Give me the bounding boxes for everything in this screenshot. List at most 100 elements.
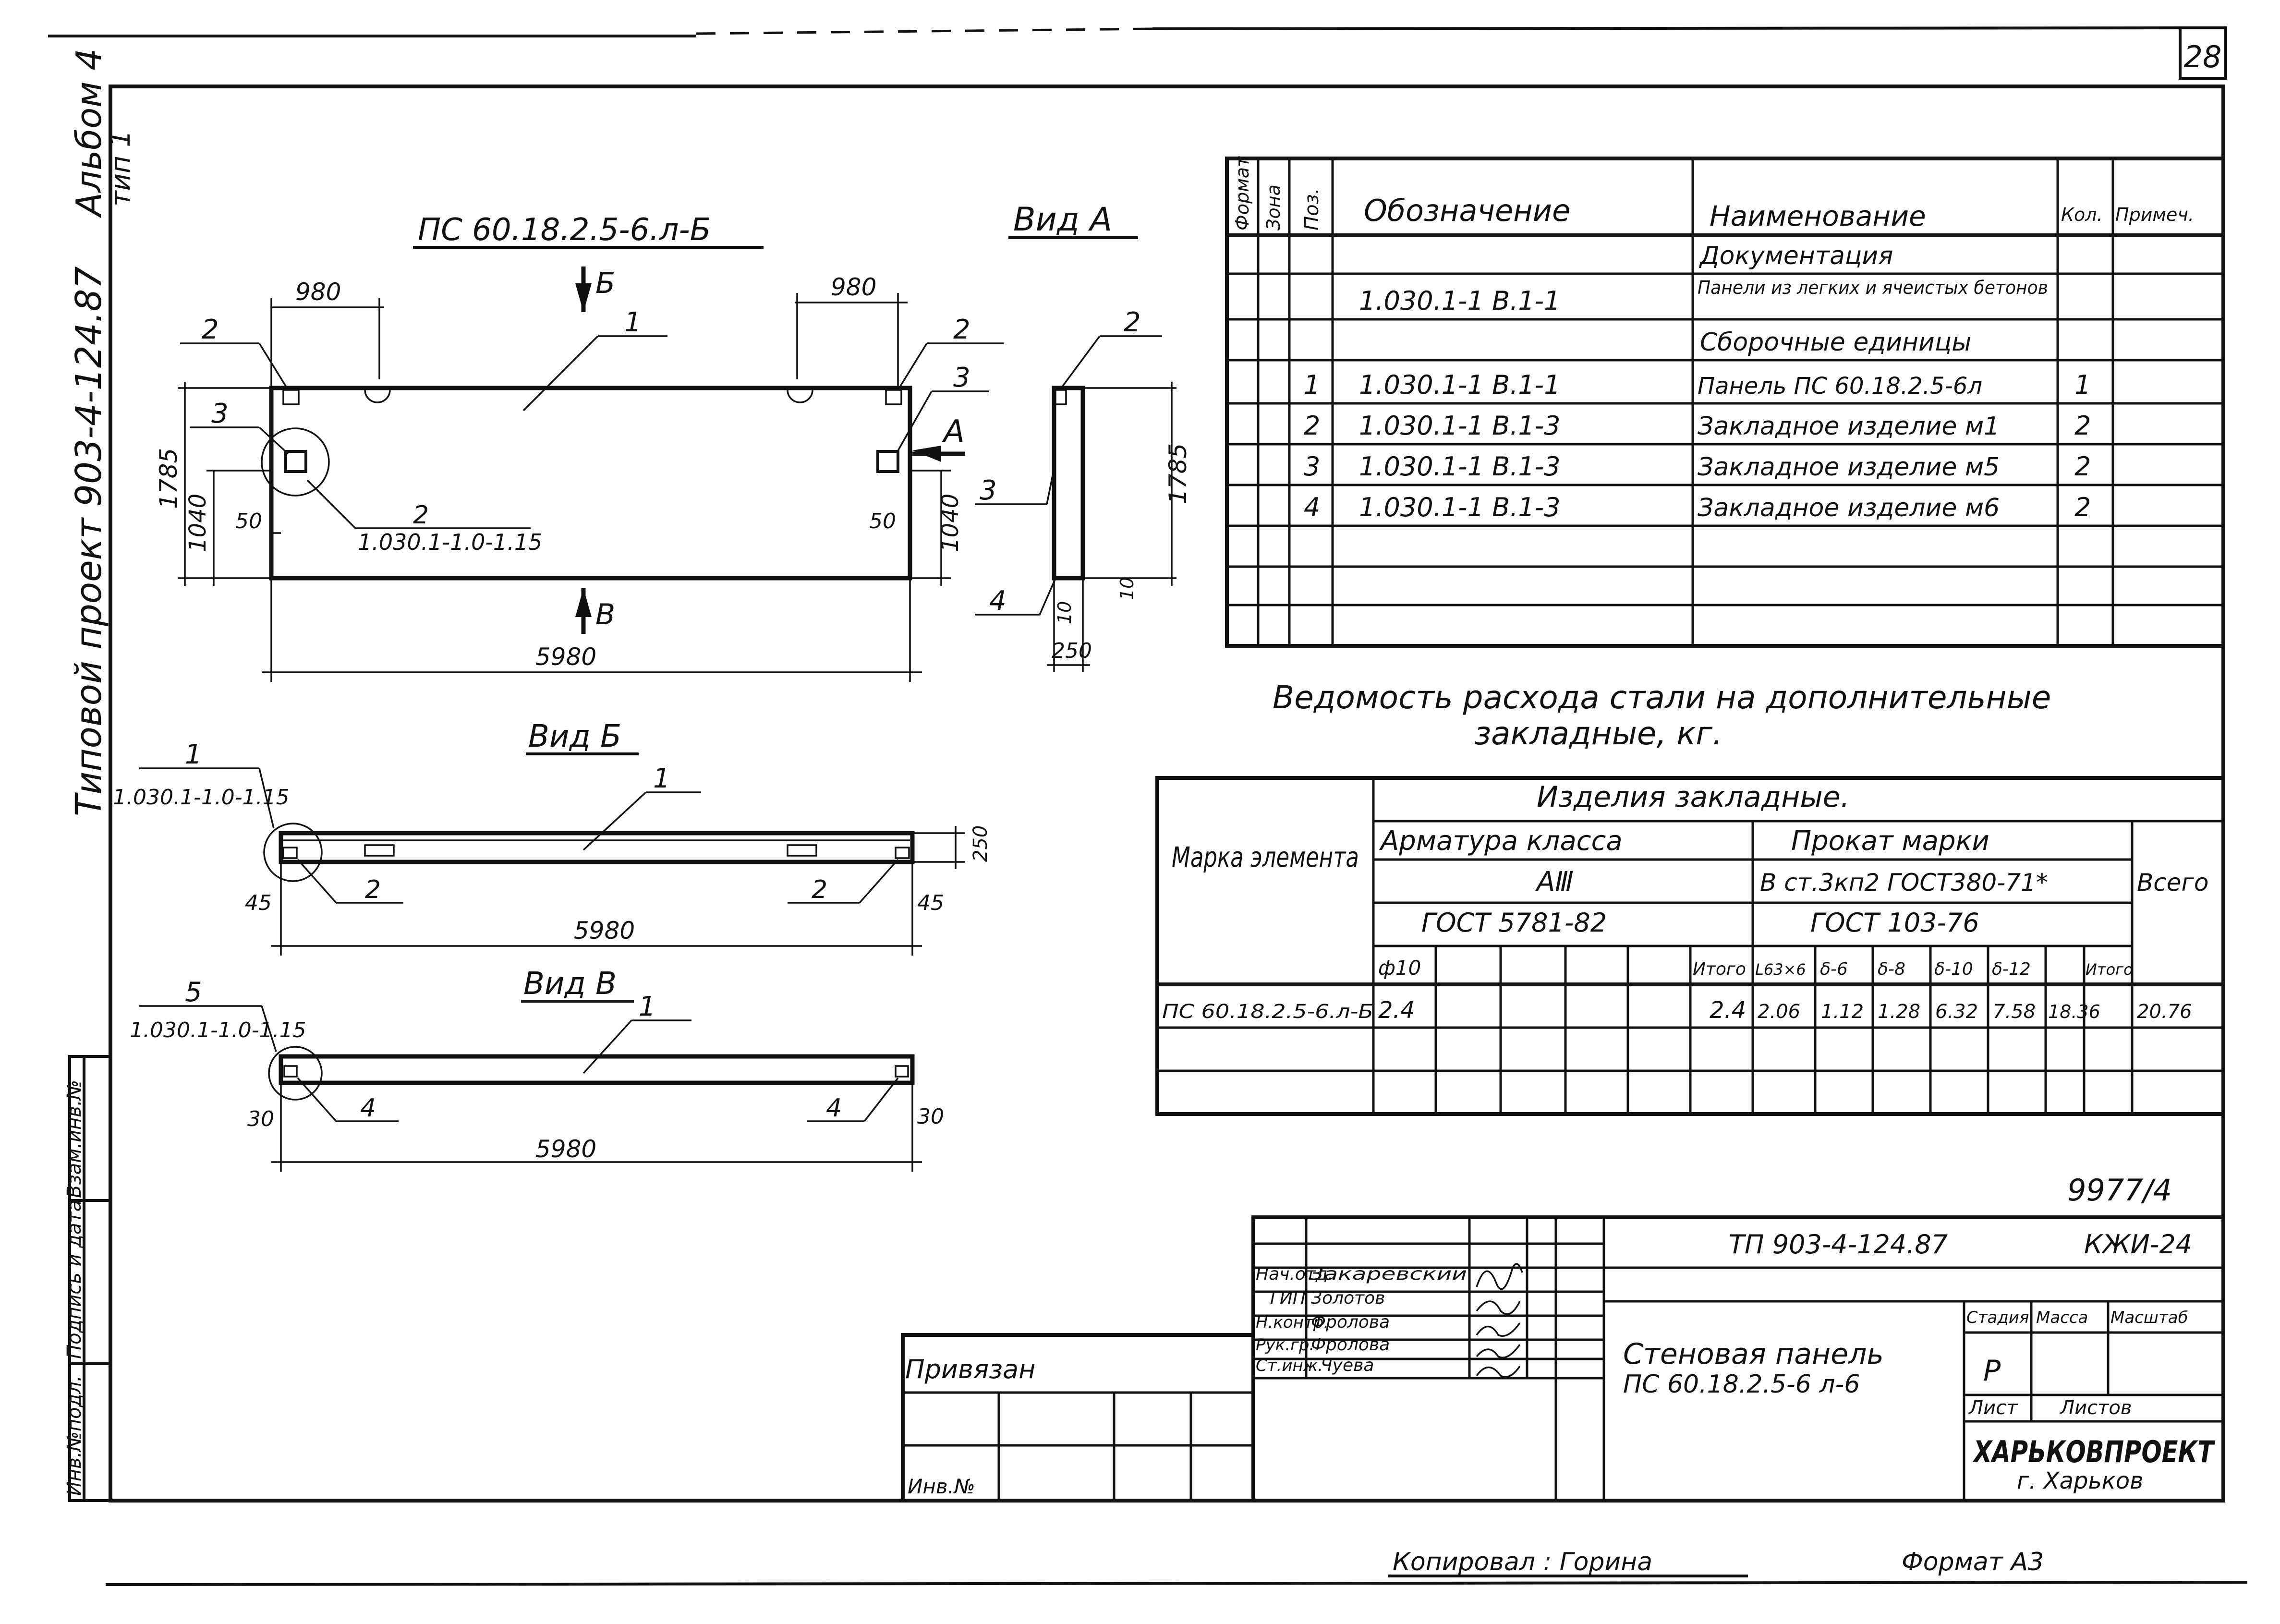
spec-header-designation: Обозначение	[1364, 193, 1570, 228]
steel-total-label: Всего	[2137, 869, 2208, 897]
arrow-b-label: Б	[595, 267, 615, 300]
dim-980-right: 980	[831, 273, 876, 301]
steel-mark-label: Марка элемента	[1172, 841, 1359, 873]
sheet-number-box	[2179, 26, 2227, 80]
steel-val-9: 6.32	[1935, 1001, 1978, 1023]
spec-row-3-designation: 1.030.1-1 В.1-1	[1359, 370, 1561, 400]
spec-header-name: Наименование	[1710, 200, 1926, 232]
main-drawing-title: ПС 60.18.2.5-6.л-Б	[418, 212, 711, 248]
view-a-dim-1785: 1785	[1164, 443, 1192, 504]
main-frame	[109, 85, 2225, 1503]
signature-3	[1476, 1344, 1521, 1358]
view-a-pos-3: 3	[980, 475, 997, 506]
steel-sub-header-11: Итого	[2086, 960, 2133, 979]
view-a-pos-2: 2	[1124, 307, 1141, 338]
steel-sub-header-5: Итого	[1693, 959, 1746, 979]
signature-2	[1476, 1322, 1521, 1337]
tb-org: ХАРЬКОВПРОЕКТ	[1972, 1434, 2216, 1469]
pos-3-right: 3	[953, 362, 970, 393]
tb-role-0: Нач.отд.	[1256, 1264, 1333, 1284]
view-b-dim-250: 250	[970, 825, 992, 862]
view-a-dim-10a: 10	[1054, 601, 1075, 624]
spec-header-format: Формат	[1232, 156, 1253, 230]
footer-format: Формат А3	[1902, 1548, 2044, 1576]
spec-row-6-name: Закладное изделие м6	[1698, 494, 2000, 522]
steel-sub-header-0: ф10	[1378, 956, 1421, 980]
steel-table: Марка элемента Изделия закладные. Армату…	[1155, 776, 2225, 1116]
spec-row-1-designation: 1.030.1-1 В.1-1	[1359, 286, 1561, 316]
steel-group-label: Изделия закладные.	[1537, 780, 1850, 814]
steel-val-7: 1.12	[1821, 1001, 1864, 1023]
steel-val-5: 2.4	[1710, 997, 1746, 1024]
steel-val-0: 2.4	[1378, 997, 1415, 1024]
tb-name-1: Золотов	[1311, 1288, 1385, 1308]
tb-name-0: Закаревский	[1309, 1264, 1467, 1284]
steel-armature-gost: ГОСТ 5781-82	[1421, 908, 1607, 938]
tb-city: г. Харьков	[2017, 1467, 2143, 1494]
view-c-pos-4-right: 4	[826, 1094, 842, 1123]
dim-5980-main: 5980	[535, 643, 596, 671]
steel-val-11: 18.36	[2048, 1001, 2100, 1022]
spec-row-6-qty: 2	[2074, 492, 2091, 522]
steel-sub-header-8: δ-8	[1878, 959, 1905, 979]
steel-sub-header-7: δ-6	[1820, 959, 1848, 979]
dim-1040-right: 1040	[937, 494, 964, 552]
spec-row-1-name: Панели из легких и ячеистых бетонов	[1698, 277, 2048, 298]
view-c-pos-4-left: 4	[360, 1094, 376, 1123]
tb-name-1-line: Стеновая панель	[1623, 1337, 1884, 1371]
pos-2-left: 2	[202, 314, 219, 345]
steel-val-6: 2.06	[1758, 1001, 1800, 1023]
spec-header-zone: Зона	[1263, 184, 1284, 230]
pos-2-bottom: 2	[413, 501, 429, 530]
spec-row-4-name: Закладное изделие м1	[1698, 412, 2000, 441]
tb-role-2: Н.контр.	[1256, 1313, 1329, 1332]
view-a-pos-4: 4	[989, 585, 1007, 617]
steel-sub-header-9: δ-10	[1934, 959, 1973, 979]
tied-block: Привязан Инв.№	[901, 1333, 1255, 1503]
bottom-line	[105, 1581, 2248, 1586]
detail-circle	[261, 427, 330, 497]
tb-name-3: Фролова	[1311, 1335, 1390, 1355]
steel-rolled-gost: ГОСТ 103-76	[1810, 908, 1979, 938]
spec-row-4-designation: 1.030.1-1 В.1-3	[1359, 411, 1561, 441]
pos-2-right: 2	[953, 314, 970, 345]
tb-scale-label: Масштаб	[2110, 1308, 2188, 1327]
tb-name-2-line: ПС 60.18.2.5-6 л-6	[1623, 1370, 1860, 1399]
steel-armature-class: АⅢ	[1535, 866, 1574, 897]
view-b-pos-1: 1	[653, 763, 670, 794]
spec-row-4-qty: 2	[2074, 411, 2091, 441]
steel-val-10: 7.58	[1993, 1001, 2036, 1023]
view-b-panel	[279, 831, 915, 864]
view-a-dim-250: 250	[1052, 639, 1092, 663]
view-c-panel	[279, 1054, 915, 1085]
project-label: Типовой проект 903-4-124.87	[68, 266, 109, 816]
spec-header-note: Примеч.	[2115, 204, 2194, 225]
view-b-dim-5980: 5980	[574, 917, 635, 945]
dim-980-left: 980	[295, 278, 341, 306]
view-b-pos-2-right: 2	[812, 875, 827, 904]
tb-sheet-label: Лист	[1968, 1397, 2018, 1419]
spec-table: Формат Зона Поз. Обозначение Наименовани…	[1225, 156, 2225, 648]
dim-50-left: 50	[235, 509, 262, 533]
left-stamp-strip: Взам.инв.№ Подпись и дата Инв.№подл.	[63, 1055, 112, 1502]
panel-outline	[269, 386, 912, 581]
view-b-pos-1-leader: 1	[185, 739, 202, 770]
tb-sheets-label: Листов	[2059, 1397, 2132, 1419]
view-a-section	[1052, 386, 1085, 581]
view-c-pos-1: 1	[639, 991, 656, 1022]
tb-doc: КЖИ-24	[2084, 1229, 2192, 1260]
spec-row-3-name: Панель ПС 60.18.2.5-6л	[1698, 373, 1982, 400]
view-a-title: Вид А	[1013, 201, 1112, 239]
view-c-ref-doc: 1.030.1-1.0-1.15	[130, 1018, 306, 1042]
sheet-number: 28	[2184, 39, 2222, 74]
spec-row-3-pos: 1	[1304, 370, 1320, 400]
tb-role-1: ГИП	[1270, 1288, 1306, 1308]
view-a-dim-10b: 10	[1116, 577, 1138, 600]
steel-sub-header-6: L63×6	[1755, 960, 1806, 979]
steel-rolled-label: Прокат марки	[1791, 825, 1989, 857]
steel-title-1: Ведомость расхода стали на дополнительны…	[1273, 679, 2051, 716]
steel-sub-header-10: δ-12	[1992, 959, 2031, 979]
title-block: Нач.отд. ГИП Н.контр. Рук.гр. Ст.инж. За…	[1251, 1215, 2225, 1503]
